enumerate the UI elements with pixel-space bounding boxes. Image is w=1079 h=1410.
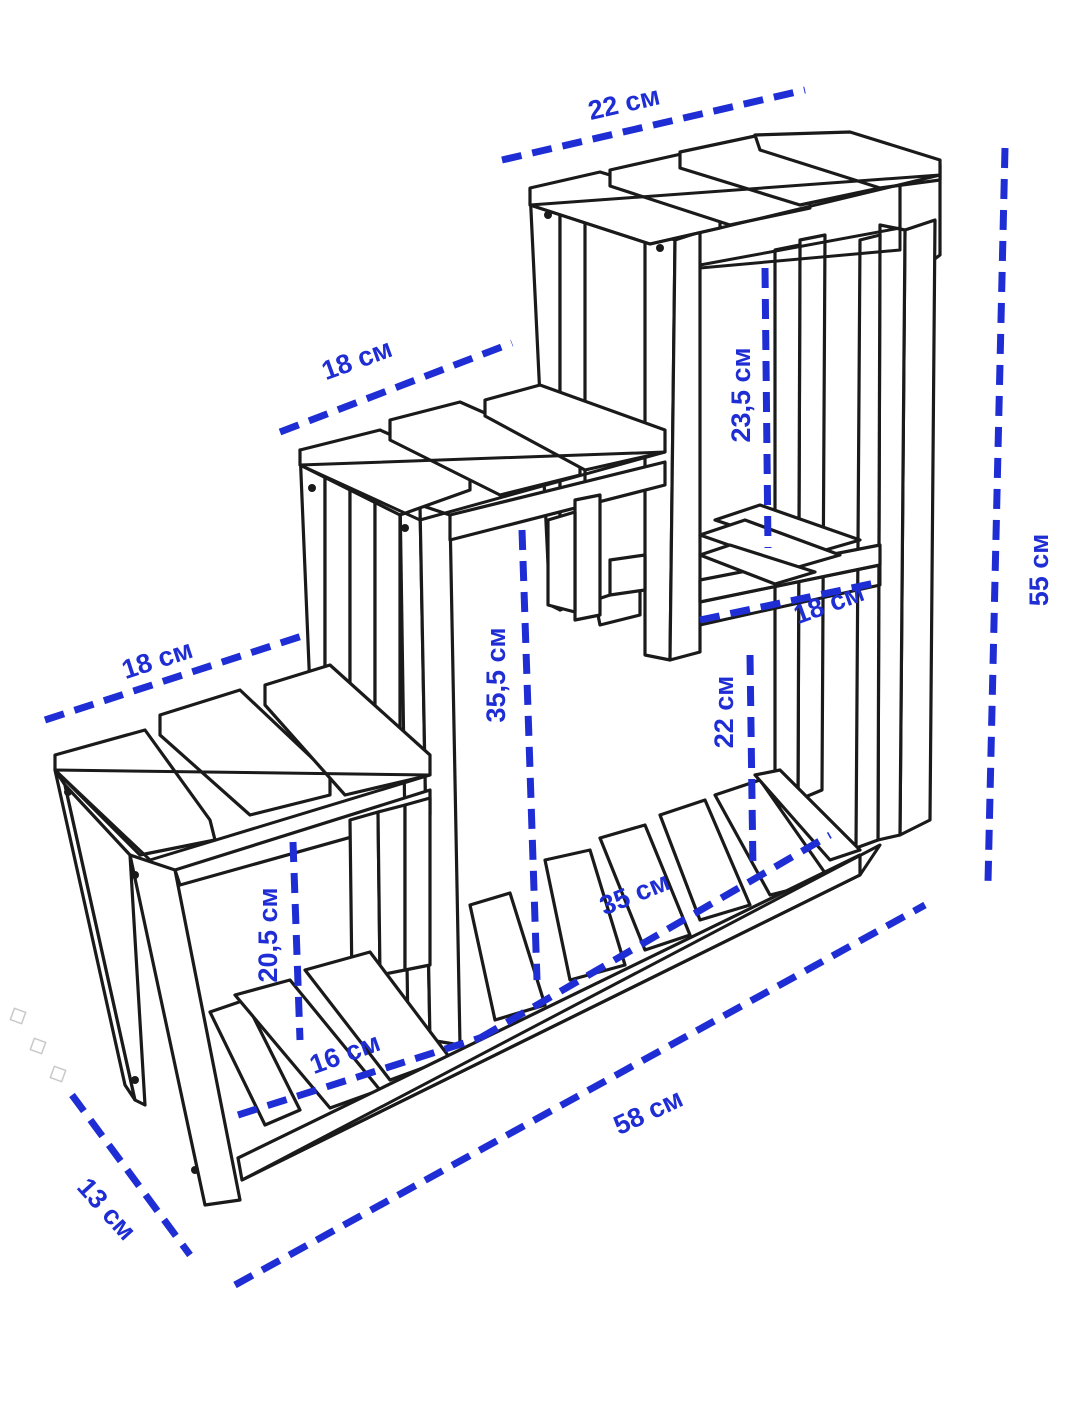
label-middle-width: 18 см <box>318 333 396 386</box>
label-top-width: 22 см <box>585 80 662 126</box>
dim-line-total-length <box>233 901 927 1289</box>
top-shelf <box>528 130 942 252</box>
label-total-height: 55 см <box>1024 534 1054 607</box>
dim-line-bottom-right <box>478 831 832 1042</box>
dimension-lines <box>43 86 1009 1289</box>
stand-structure <box>9 130 942 1207</box>
label-middle-clearance: 35,5 см <box>481 627 511 722</box>
bottom-shelf <box>208 768 882 1182</box>
dim-line-top-width <box>501 86 806 164</box>
dim-line-left-clearance <box>289 841 304 1041</box>
right-tower <box>528 163 942 850</box>
left-shelf <box>53 663 432 1174</box>
corner-marks <box>9 1007 67 1083</box>
label-depth: 13 см <box>71 1172 142 1246</box>
dim-line-total-height <box>984 147 1009 883</box>
label-total-length: 58 см <box>609 1083 687 1141</box>
right-middle-shelf <box>698 503 882 627</box>
label-left-clearance: 20,5 см <box>253 887 283 982</box>
dim-line-bottom-left <box>236 1034 482 1119</box>
dim-line-middle-width <box>278 339 514 436</box>
label-right-lower-clearance: 22 см <box>709 676 739 749</box>
label-left-width: 18 см <box>118 634 196 685</box>
left-tower <box>53 768 432 1207</box>
dim-line-left-width <box>43 632 304 724</box>
dim-line-top-clearance <box>761 267 772 549</box>
label-top-clearance: 23,5 см <box>726 347 756 442</box>
middle-shelf <box>298 383 667 532</box>
dim-line-middle-clearance <box>518 529 541 981</box>
dim-line-right-lower-clearance <box>746 654 757 871</box>
dim-line-depth <box>69 1092 193 1258</box>
